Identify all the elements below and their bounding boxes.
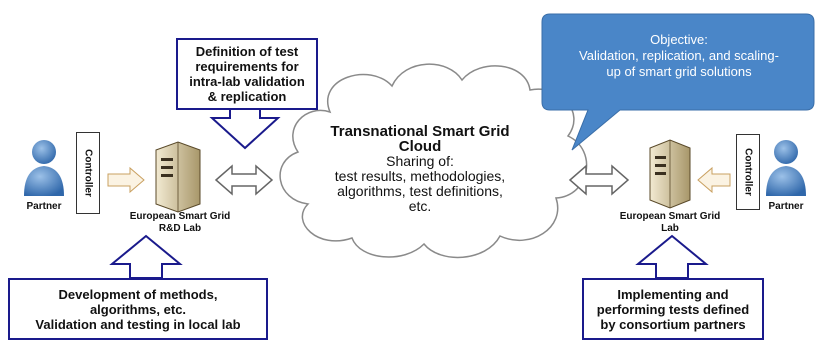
person-icon [766, 140, 806, 196]
server-icon [155, 141, 201, 213]
control-arrow [697, 166, 731, 194]
server-icon [649, 139, 691, 209]
test-requirements-box: Definition of test requirements for intr… [176, 38, 318, 110]
block-arrow-icon [109, 234, 183, 279]
implementation-box: Implementing and performing tests define… [582, 278, 764, 340]
cloud-shape [279, 63, 588, 259]
controller-box-left: Controller [76, 132, 100, 214]
controller-label: Controller [82, 149, 94, 197]
double-arrow-icon [214, 164, 274, 196]
controller-box-right: Controller [736, 134, 760, 210]
cloud-title-line2: Cloud [398, 138, 442, 155]
double-arrow-icon [568, 164, 630, 196]
lab-label-left: European Smart Grid R&D Lab [129, 211, 231, 234]
block-arrow-icon [635, 234, 709, 279]
control-arrow [107, 166, 145, 194]
objective-text: Objective: Validation, replication, and … [579, 32, 779, 79]
lab-label-right: European Smart Grid Lab [619, 211, 721, 234]
cloud-text: Transnational Smart Grid Cloud Sharing o… [308, 124, 532, 214]
partner-label-left: Partner [26, 201, 62, 212]
development-box: Development of methods, algorithms, etc.… [8, 278, 268, 340]
block-arrow-icon [209, 107, 281, 150]
objective-callout [541, 13, 815, 151]
cloud-title: Transnational Smart Grid [330, 123, 510, 140]
partner-label-right: Partner [768, 201, 804, 212]
controller-label: Controller [742, 148, 754, 196]
person-icon [24, 140, 64, 196]
